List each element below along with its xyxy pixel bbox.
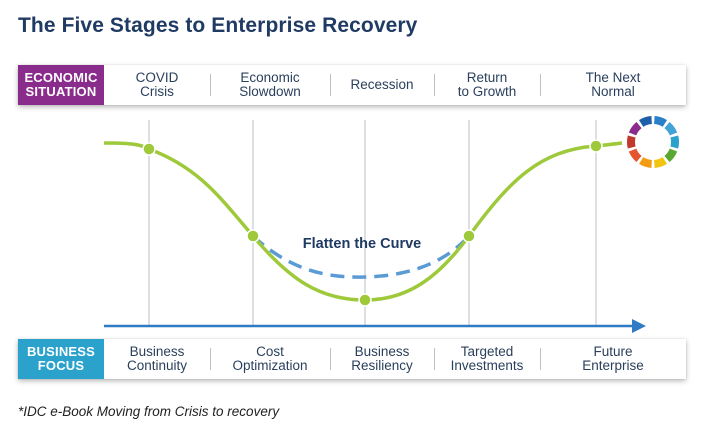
ring-segment [664, 121, 678, 136]
ring-segment [653, 157, 667, 168]
page-title: The Five Stages to Enterprise Recovery [18, 14, 418, 37]
stage-recession: Recession [330, 65, 434, 105]
curve-stage-point [462, 229, 476, 243]
ring-segment [628, 121, 642, 136]
footnote: *IDC e-Book Moving from Crisis to recove… [18, 404, 280, 419]
ring-segment [639, 116, 653, 127]
dashed-flattened-curve [251, 234, 471, 279]
business-focus-label: BUSINESS FOCUS [18, 339, 104, 379]
curve-stage-point [358, 293, 372, 307]
focus-targeted-investments: Targeted Investments [434, 339, 540, 379]
stage-economic-slowdown: Economic Slowdown [210, 65, 330, 105]
stage-next-normal: The Next Normal [540, 65, 686, 105]
ring-segment [639, 157, 653, 168]
ring-segment [670, 135, 679, 149]
ring-segment [627, 135, 636, 149]
curve-stage-point [142, 142, 156, 156]
focus-future-enterprise: Future Enterprise [540, 339, 686, 379]
focus-business-continuity: Business Continuity [126, 344, 188, 373]
focus-cost-optimization: Cost Optimization [210, 339, 330, 379]
stage-covid-crisis: COVID Crisis [135, 70, 179, 99]
timeline-arrow-head [632, 319, 646, 333]
economic-situation-label: ECONOMIC SITUATION [18, 65, 104, 105]
business-focus-band: BUSINESS FOCUS Business Continuity Cost … [18, 339, 686, 379]
ring-segment [628, 148, 642, 163]
color-ring-icon [627, 116, 679, 168]
curve-stage-point [589, 139, 603, 153]
ring-segment [653, 116, 667, 127]
flatten-curve-label: Flatten the Curve [303, 236, 421, 252]
curve-stage-point [246, 229, 260, 243]
economic-situation-band: ECONOMIC SITUATION COVID Crisis Economic… [18, 65, 686, 105]
stage-return-to-growth: Return to Growth [434, 65, 540, 105]
ring-segment [664, 148, 678, 163]
focus-business-resiliency: Business Resiliency [330, 339, 434, 379]
